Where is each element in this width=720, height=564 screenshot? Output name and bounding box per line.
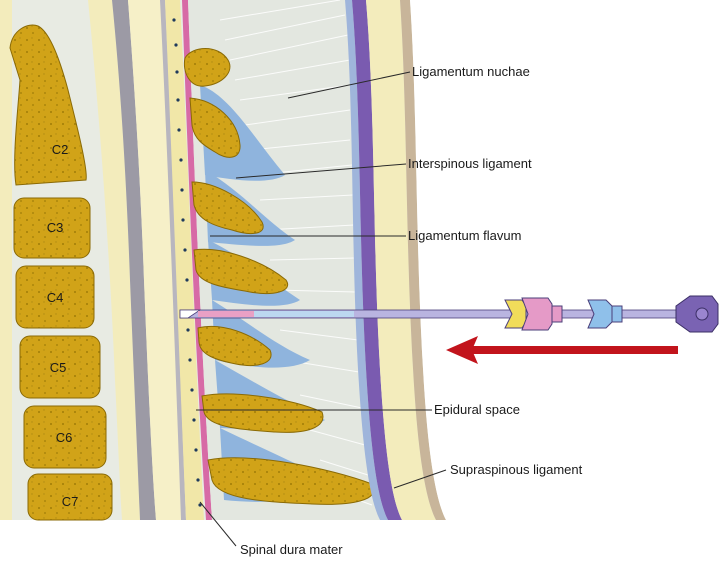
leader-ligamentum-nuchae [287,71,411,99]
spinous-processes [183,48,375,505]
epidural-needle-icon [179,295,719,333]
label-interspinous-ligament: Interspinous ligament [408,156,532,171]
anterior-longitudinal-band [88,0,140,520]
vertebra-c3-body [13,197,91,259]
vertebra-label-c7: C7 [62,494,79,509]
supraspinous-ligament [352,0,402,520]
vertebra-c5-body [19,335,101,399]
label-ligamentum-flavum: Ligamentum flavum [408,228,521,243]
insertion-direction-arrow-icon [446,336,678,364]
label-epidural-space: Epidural space [434,402,520,417]
spinal-cord [128,0,190,520]
leader-spinal-dura-mater [199,501,237,547]
needle-tip [179,309,202,319]
label-spinal-dura-mater: Spinal dura mater [240,542,343,557]
supraspinous-ligament-band [345,0,388,520]
vertebra-label-c3: C3 [47,220,64,235]
label-ligamentum-nuchae: Ligamentum nuchae [412,64,530,79]
posterior-longitudinal-ligament [112,0,156,520]
vertebra-label-c5: C5 [50,360,67,375]
leader-supraspinous-ligament [393,469,447,489]
subcutaneous-fat [366,0,436,520]
needle-blue-segment [254,311,354,317]
needle-pink-segment [198,311,254,317]
bottom-margin [0,520,720,564]
vertebra-c4-body [15,265,95,329]
vertebra-c6-body [23,405,107,469]
needle-hub-blue [587,299,613,329]
vertebra-label-c6: C6 [56,430,73,445]
outside-body [410,0,720,520]
vertebra-c7-body [27,473,113,521]
anterior-edge [0,0,12,520]
vertebra-c2-body [9,24,87,186]
vertebral-bodies [9,24,113,521]
dura-band [165,0,204,520]
dura-dots [172,18,202,507]
label-supraspinous-ligament: Supraspinous ligament [450,462,583,477]
needle-hub-pink [521,297,553,331]
pia-band [160,0,186,520]
vertebra-label-c2: C2 [52,142,69,157]
skin-layer [400,0,446,520]
vertebra-label-c4: C4 [47,290,64,305]
leader-interspinous-ligament [235,163,407,179]
leader-lines [196,71,447,547]
